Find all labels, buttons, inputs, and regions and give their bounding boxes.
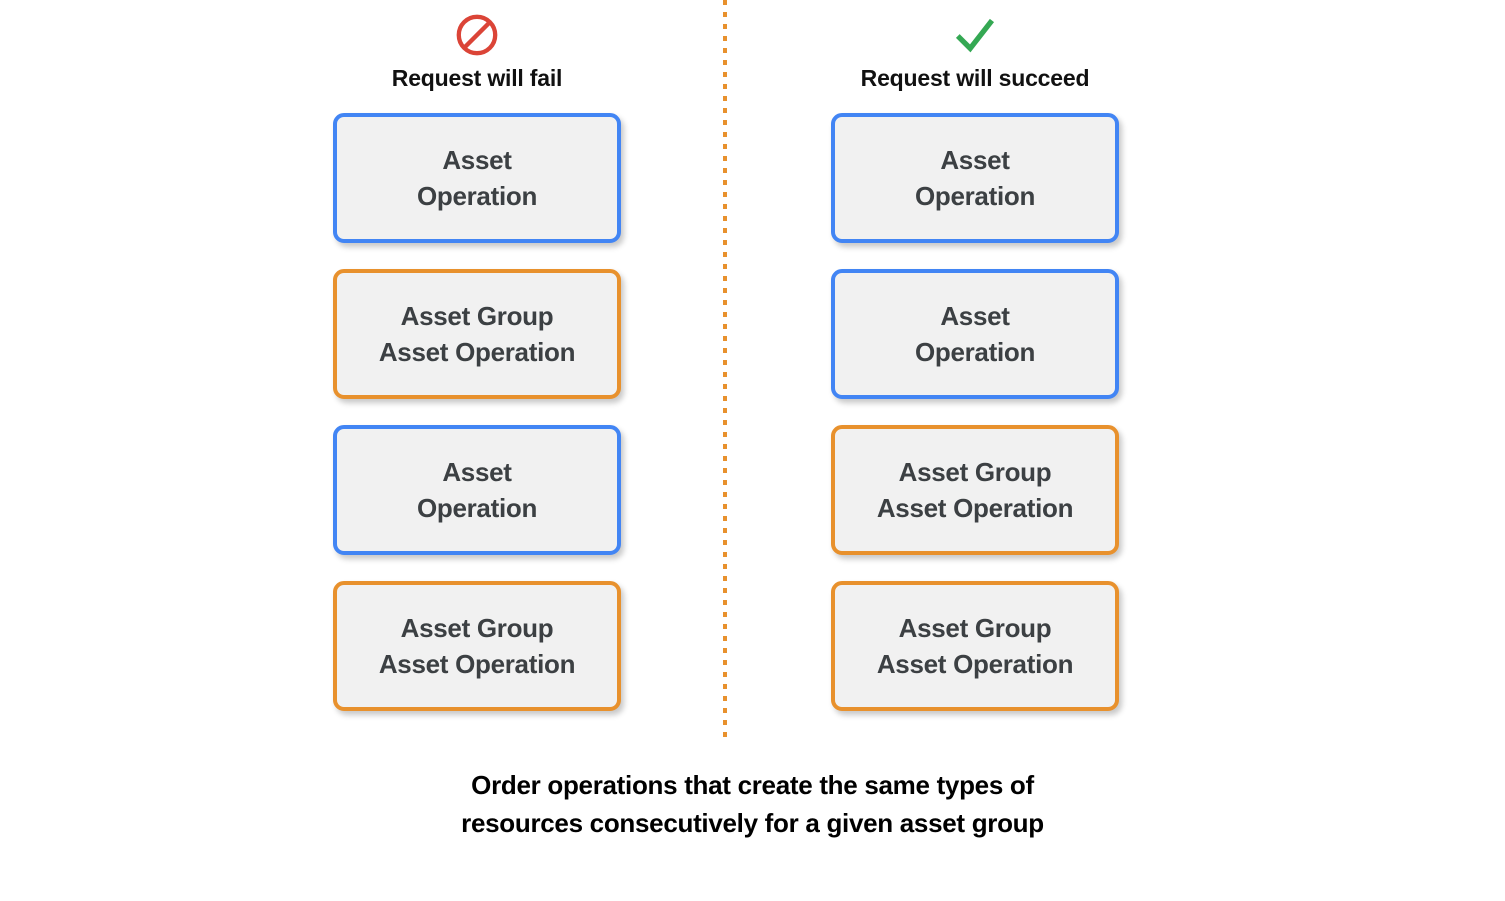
operation-box-label: Asset Operation (914, 145, 1036, 211)
operation-box-label: Asset Group Asset Operation (378, 301, 576, 367)
dotted-divider (723, 0, 727, 737)
operation-box-label: Asset Group Asset Operation (876, 457, 1074, 523)
operation-box[interactable]: Asset Operation (333, 425, 621, 555)
operation-box-label: Asset Group Asset Operation (876, 613, 1074, 679)
column-header-fail: Request will fail (327, 12, 627, 92)
operation-box[interactable]: Asset Group Asset Operation (333, 269, 621, 399)
box-stack-succeed: Asset Operation Asset Operation Asset Gr… (831, 113, 1119, 737)
operation-box[interactable]: Asset Operation (333, 113, 621, 243)
operation-box-label: Asset Operation (416, 145, 538, 211)
column-header-succeed: Request will succeed (825, 12, 1125, 92)
operation-box-label: Asset Operation (416, 457, 538, 523)
diagram-caption: Order operations that create the same ty… (461, 770, 1044, 838)
column-title-fail: Request will fail (391, 65, 563, 91)
operation-box[interactable]: Asset Group Asset Operation (831, 425, 1119, 555)
prohibition-icon (456, 14, 498, 56)
box-stack-fail: Asset Operation Asset Group Asset Operat… (333, 113, 621, 737)
operation-box[interactable]: Asset Group Asset Operation (333, 581, 621, 711)
column-title-succeed: Request will succeed (860, 65, 1090, 91)
operation-box[interactable]: Asset Group Asset Operation (831, 581, 1119, 711)
operation-box[interactable]: Asset Operation (831, 113, 1119, 243)
operation-box[interactable]: Asset Operation (831, 269, 1119, 399)
operation-box-label: Asset Group Asset Operation (378, 613, 576, 679)
operation-box-label: Asset Operation (914, 301, 1036, 367)
checkmark-icon (955, 18, 995, 53)
